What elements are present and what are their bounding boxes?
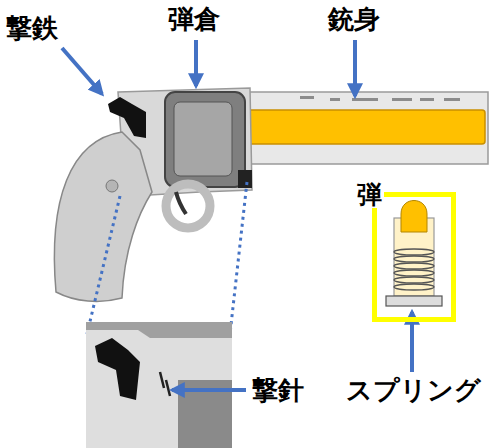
cartridge-box: 弾 bbox=[372, 192, 456, 322]
leader-arrows bbox=[62, 40, 412, 390]
cylinder bbox=[165, 92, 245, 187]
zoom-line bbox=[230, 182, 247, 334]
cartridge-base bbox=[386, 296, 442, 306]
barrel bbox=[232, 92, 488, 164]
inset-frame bbox=[86, 322, 232, 338]
inset bbox=[86, 322, 232, 448]
leader-arrow bbox=[353, 40, 357, 96]
spring bbox=[394, 249, 434, 290]
trigger bbox=[176, 192, 186, 214]
zoom-line bbox=[87, 196, 120, 334]
leader-arrow bbox=[194, 40, 198, 86]
part-label: 弾倉 bbox=[168, 5, 220, 34]
firing-pin bbox=[160, 372, 170, 396]
leader-arrow bbox=[62, 48, 102, 94]
inset-hammer bbox=[95, 338, 140, 400]
crane bbox=[238, 170, 252, 188]
trigger-guard bbox=[166, 184, 210, 228]
leader-arrow bbox=[172, 388, 246, 392]
bullet-tip bbox=[401, 201, 427, 233]
part-label: 銃身 bbox=[328, 5, 380, 34]
part-label: 弾 bbox=[355, 182, 384, 208]
cylinder-face bbox=[174, 102, 232, 176]
hammer bbox=[108, 97, 146, 138]
bore bbox=[240, 110, 485, 144]
part-label: 撃針 bbox=[252, 376, 304, 405]
grip bbox=[54, 132, 152, 301]
grip-screw bbox=[106, 180, 118, 192]
part-label: 撃鉄 bbox=[6, 14, 58, 43]
barrel-rib bbox=[300, 96, 460, 101]
part-label: スプリング bbox=[346, 376, 481, 405]
